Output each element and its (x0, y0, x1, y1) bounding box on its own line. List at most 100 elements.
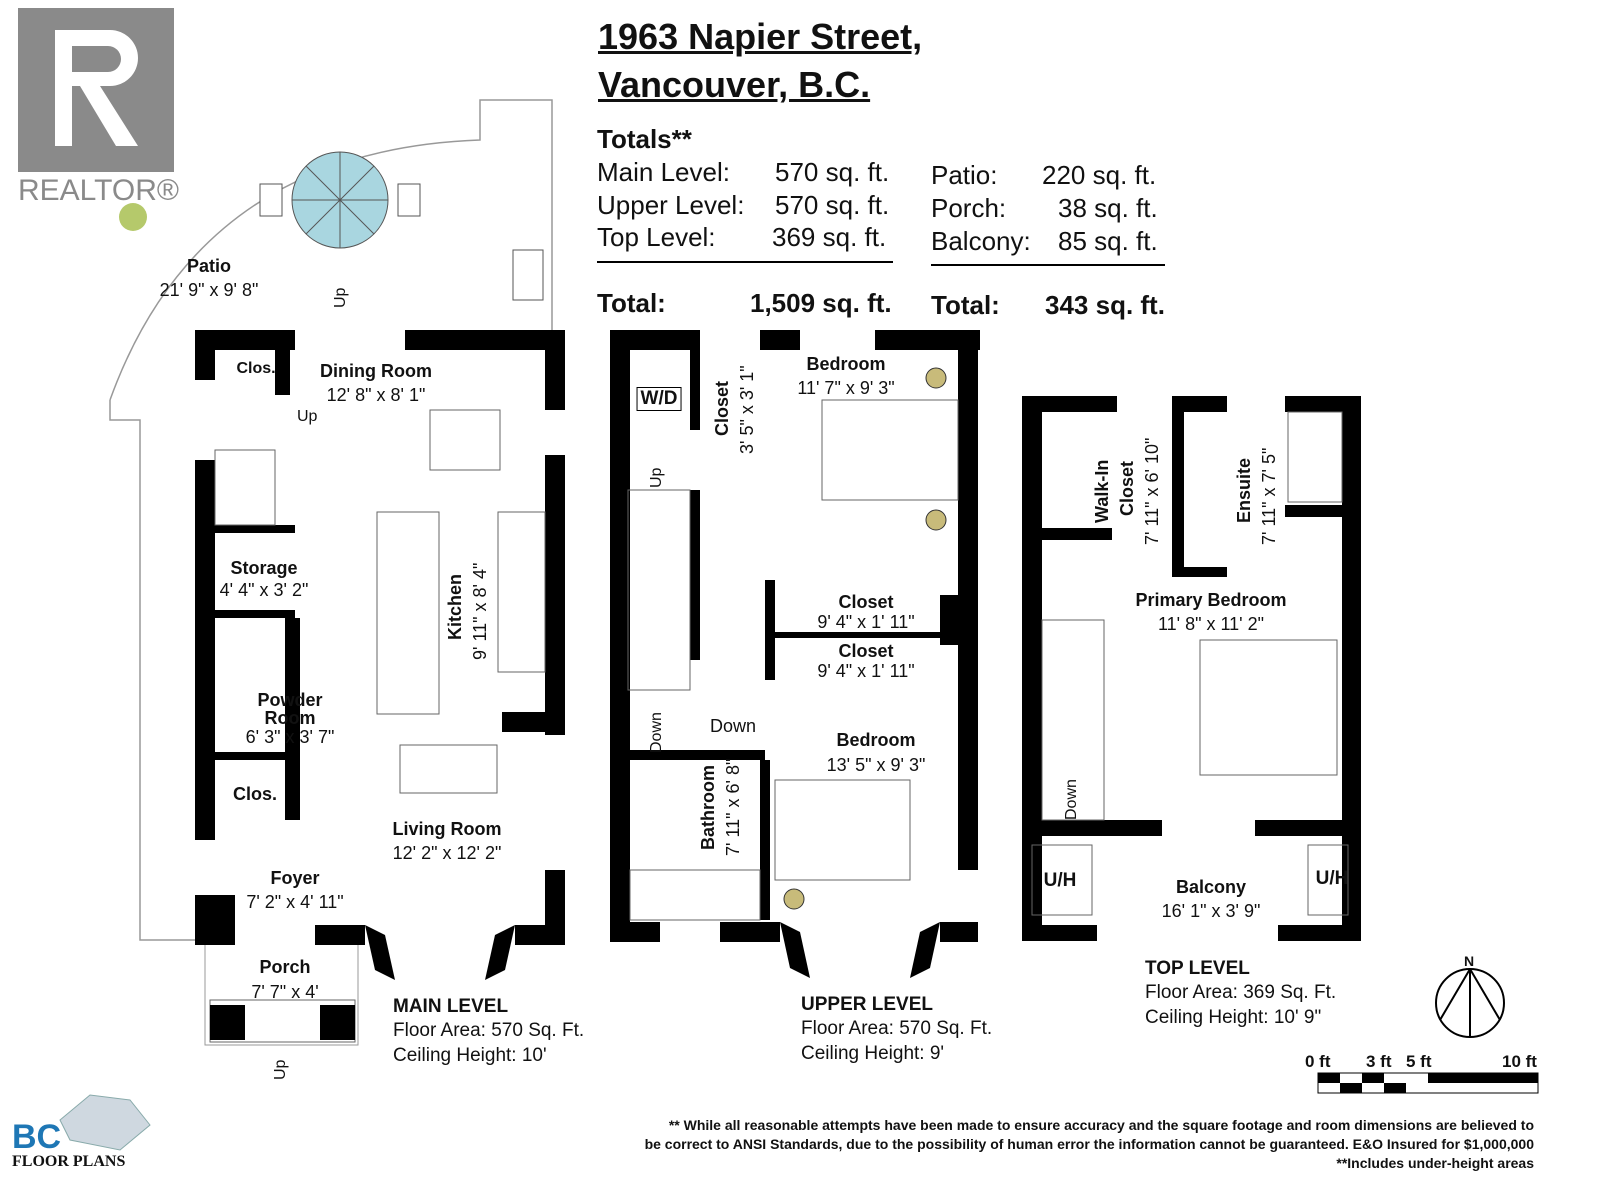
compass-icon (1435, 968, 1505, 1038)
room-balcony-dim: 16' 1" x 3' 9" (1161, 901, 1261, 921)
upper-level-label: Upper Level: (597, 190, 745, 220)
scale-tick-5: 5 ft (1406, 1052, 1432, 1071)
room-closet-b-name: Closet (838, 641, 894, 661)
porch-value: 38 sq. ft. (1058, 193, 1158, 223)
bc-floor-plans-logo (59, 1094, 151, 1151)
scale-tick-3: 3 ft (1366, 1052, 1392, 1071)
room-closet-b-dim: 9' 4" x 1' 11" (817, 661, 915, 681)
disclaimer-line-3: **Includes under-height areas (1336, 1155, 1534, 1171)
room-foyer-name: Foyer (270, 868, 320, 888)
upper-stairs-down: Down (648, 712, 665, 753)
room-closet-name: Clos. (236, 360, 276, 377)
room-powder-name: Powder (257, 690, 323, 710)
room-ensuite-dim: 7' 11" x 7' 5" (1259, 447, 1279, 545)
bc-logo-subtext: FLOOR PLANS (12, 1153, 126, 1170)
room-bedroom-1-dim: 11' 7" x 9' 3" (797, 378, 895, 398)
room-dining-name: Dining Room (320, 361, 432, 381)
room-kitchen-dim: 9' 11" x 8' 4" (470, 562, 490, 660)
room-closet-2-name: Clos. (232, 784, 278, 804)
main-level-value: 570 sq. ft. (775, 157, 890, 187)
level-ceiling: Ceiling Height: 9' (801, 1043, 945, 1064)
room-patio-dim: 21' 9" x 9' 8" (159, 280, 259, 300)
room-walkin-name: Walk-In (1092, 459, 1112, 523)
room-bathroom-dim: 7' 11" x 6' 8" (723, 758, 743, 856)
bc-logo-text: BC (12, 1118, 62, 1156)
upper-level-value: 570 sq. ft. (775, 190, 890, 220)
main-level-walls (195, 330, 565, 980)
divider (597, 261, 893, 263)
room-walkin-dim: 7' 11" x 6' 10" (1142, 437, 1162, 545)
room-porch-name: Porch (259, 957, 311, 977)
address-line-1: 1963 Napier Street, (598, 16, 923, 57)
stairs-down-label: Down (710, 716, 757, 736)
room-bedroom-1-name: Bedroom (806, 354, 886, 374)
top-level-value: 369 sq. ft. (772, 222, 887, 252)
room-powder-name-2: Room (264, 708, 316, 728)
room-primary-bedroom-dim: 11' 8" x 11' 2" (1157, 614, 1265, 634)
room-closet-upper-name: Closet (712, 380, 732, 436)
room-balcony-name: Balcony (1175, 877, 1247, 897)
patio-value: 220 sq. ft. (1042, 160, 1157, 190)
exterior-total-label: Total: (931, 290, 1000, 320)
level-name: UPPER LEVEL (801, 994, 933, 1015)
room-storage-dim: 4' 4" x 3' 2" (219, 580, 309, 600)
disclaimer-line-1: ** While all reasonable attempts have be… (668, 1117, 1534, 1133)
room-living-name: Living Room (392, 819, 502, 839)
under-height-left: U/H (1043, 870, 1077, 891)
compass-north-label: N (1464, 953, 1475, 969)
interior-total-label: Total: (597, 288, 666, 318)
totals-heading: Totals** (597, 124, 692, 154)
upper-level-walls (610, 330, 980, 978)
room-wd-name: W/D (636, 387, 682, 411)
stairs-up-label: Up (297, 408, 318, 425)
room-powder-dim: 6' 3" x 3' 7" (245, 727, 335, 747)
scale-tick-10: 10 ft (1502, 1052, 1537, 1071)
room-closet-upper-dim: 3' 5" x 3' 1" (737, 365, 757, 454)
under-height-right: U/H (1315, 868, 1349, 889)
room-bedroom-2-dim: 13' 5" x 9' 3" (826, 755, 926, 775)
upper-stairs-up: Up (648, 467, 665, 488)
level-name: TOP LEVEL (1145, 958, 1250, 979)
level-area: Floor Area: 570 Sq. Ft. (393, 1020, 585, 1041)
level-ceiling: Ceiling Height: 10' (393, 1045, 547, 1066)
top-level-walls (1022, 396, 1361, 941)
room-foyer-dim: 7' 2" x 4' 11" (246, 892, 344, 912)
scale-tick-0: 0 ft (1305, 1052, 1331, 1071)
room-closet-a-name: Closet (838, 592, 894, 612)
level-area: Floor Area: 570 Sq. Ft. (801, 1018, 993, 1039)
disclaimer-line-2: be correct to ANSI Standards, due to the… (644, 1136, 1534, 1152)
address-line-2: Vancouver, B.C. (598, 64, 871, 105)
patio-outline (109, 99, 553, 401)
room-patio-name: Patio (186, 256, 232, 276)
patio-table-icon (259, 151, 421, 249)
vent-icon (512, 249, 544, 301)
top-stairs-down: Down (1063, 779, 1080, 820)
main-level-label: Main Level: (597, 157, 730, 187)
plant-icon (119, 203, 147, 231)
room-primary-bedroom-name: Primary Bedroom (1135, 590, 1287, 610)
room-storage-name: Storage (230, 558, 298, 578)
porch-label: Porch: (931, 193, 1007, 223)
room-kitchen-name: Kitchen (445, 573, 465, 640)
exterior-total-value: 343 sq. ft. (1045, 290, 1165, 320)
top-level-label: Top Level: (597, 222, 716, 252)
realtor-logo (18, 8, 174, 172)
room-bedroom-2-name: Bedroom (836, 730, 916, 750)
room-walkin-name-2: Closet (1117, 460, 1137, 516)
room-ensuite-name: Ensuite (1234, 457, 1254, 523)
realtor-logo-text: REALTOR® (18, 174, 180, 207)
balcony-label: Balcony: (931, 226, 1031, 256)
level-ceiling: Ceiling Height: 10' 9" (1145, 1007, 1322, 1028)
room-porch-dim: 7' 7" x 4' (251, 982, 319, 1002)
interior-total-value: 1,509 sq. ft. (750, 288, 892, 318)
room-bathroom-name: Bathroom (698, 765, 718, 850)
scale-bar (1317, 1072, 1539, 1094)
level-area: Floor Area: 369 Sq. Ft. (1145, 982, 1337, 1003)
room-closet-a-dim: 9' 4" x 1' 11" (817, 612, 915, 632)
balcony-value: 85 sq. ft. (1058, 226, 1158, 256)
room-living-dim: 12' 2" x 12' 2" (392, 843, 502, 863)
patio-label: Patio: (931, 160, 998, 190)
porch-stairs-up: Up (272, 1059, 289, 1080)
room-dining-dim: 12' 8" x 8' 1" (326, 385, 426, 405)
